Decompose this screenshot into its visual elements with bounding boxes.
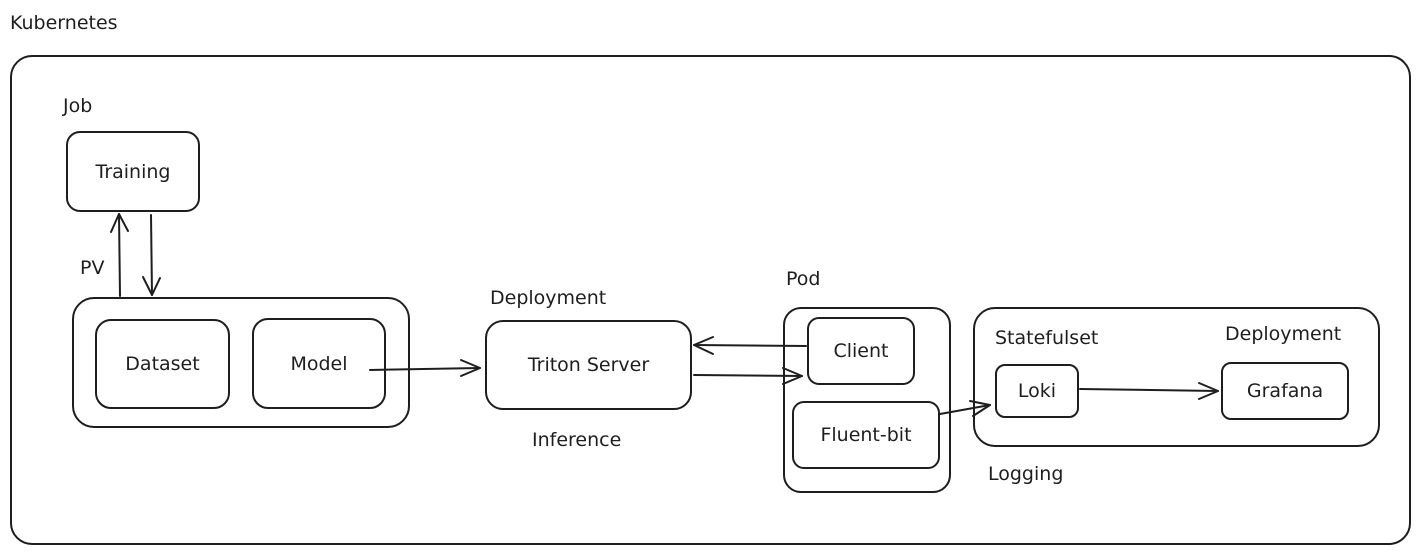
client-node: Client [807, 317, 915, 385]
grafana-node: Grafana [1221, 362, 1349, 420]
inference-label: Inference [532, 429, 622, 451]
kubernetes-cluster [10, 55, 1411, 545]
triton-server-node: Triton Server [485, 320, 692, 410]
deployment-label-grafana: Deployment [1225, 323, 1342, 345]
model-label: Model [290, 352, 348, 375]
arrow-loki-to-grafana [1079, 382, 1219, 400]
deployment-label-triton: Deployment [490, 287, 607, 309]
training-label: Training [95, 160, 171, 183]
loki-label: Loki [1017, 380, 1057, 402]
triton-server-label: Triton Server [527, 354, 650, 376]
fluent-bit-node: Fluent-bit [792, 401, 940, 469]
arrow-training-to-pv [142, 214, 161, 296]
arrow-fluentbit-to-loki [939, 400, 991, 417]
pv-label: PV [80, 257, 105, 279]
pv-container [72, 297, 410, 428]
training-node: Training [66, 131, 200, 212]
model-node: Model [252, 318, 386, 409]
client-label: Client [833, 340, 889, 362]
dataset-node: Dataset [95, 319, 230, 409]
arrow-model-to-triton [369, 359, 481, 377]
job-label: Job [63, 95, 93, 117]
cluster-label: Kubernetes [10, 12, 118, 34]
loki-node: Loki [995, 364, 1079, 418]
logging-label: Logging [988, 463, 1064, 485]
fluent-bit-label: Fluent-bit [820, 424, 912, 446]
arrow-client-to-triton [693, 336, 807, 355]
arrow-pv-to-training [110, 213, 129, 297]
dataset-label: Dataset [125, 353, 200, 375]
pod-label: Pod [786, 268, 821, 290]
logging-container [973, 307, 1380, 447]
statefulset-label: Statefulset [995, 327, 1099, 349]
pod-container [783, 307, 951, 493]
grafana-label: Grafana [1246, 380, 1324, 402]
arrow-triton-to-client [693, 367, 803, 385]
